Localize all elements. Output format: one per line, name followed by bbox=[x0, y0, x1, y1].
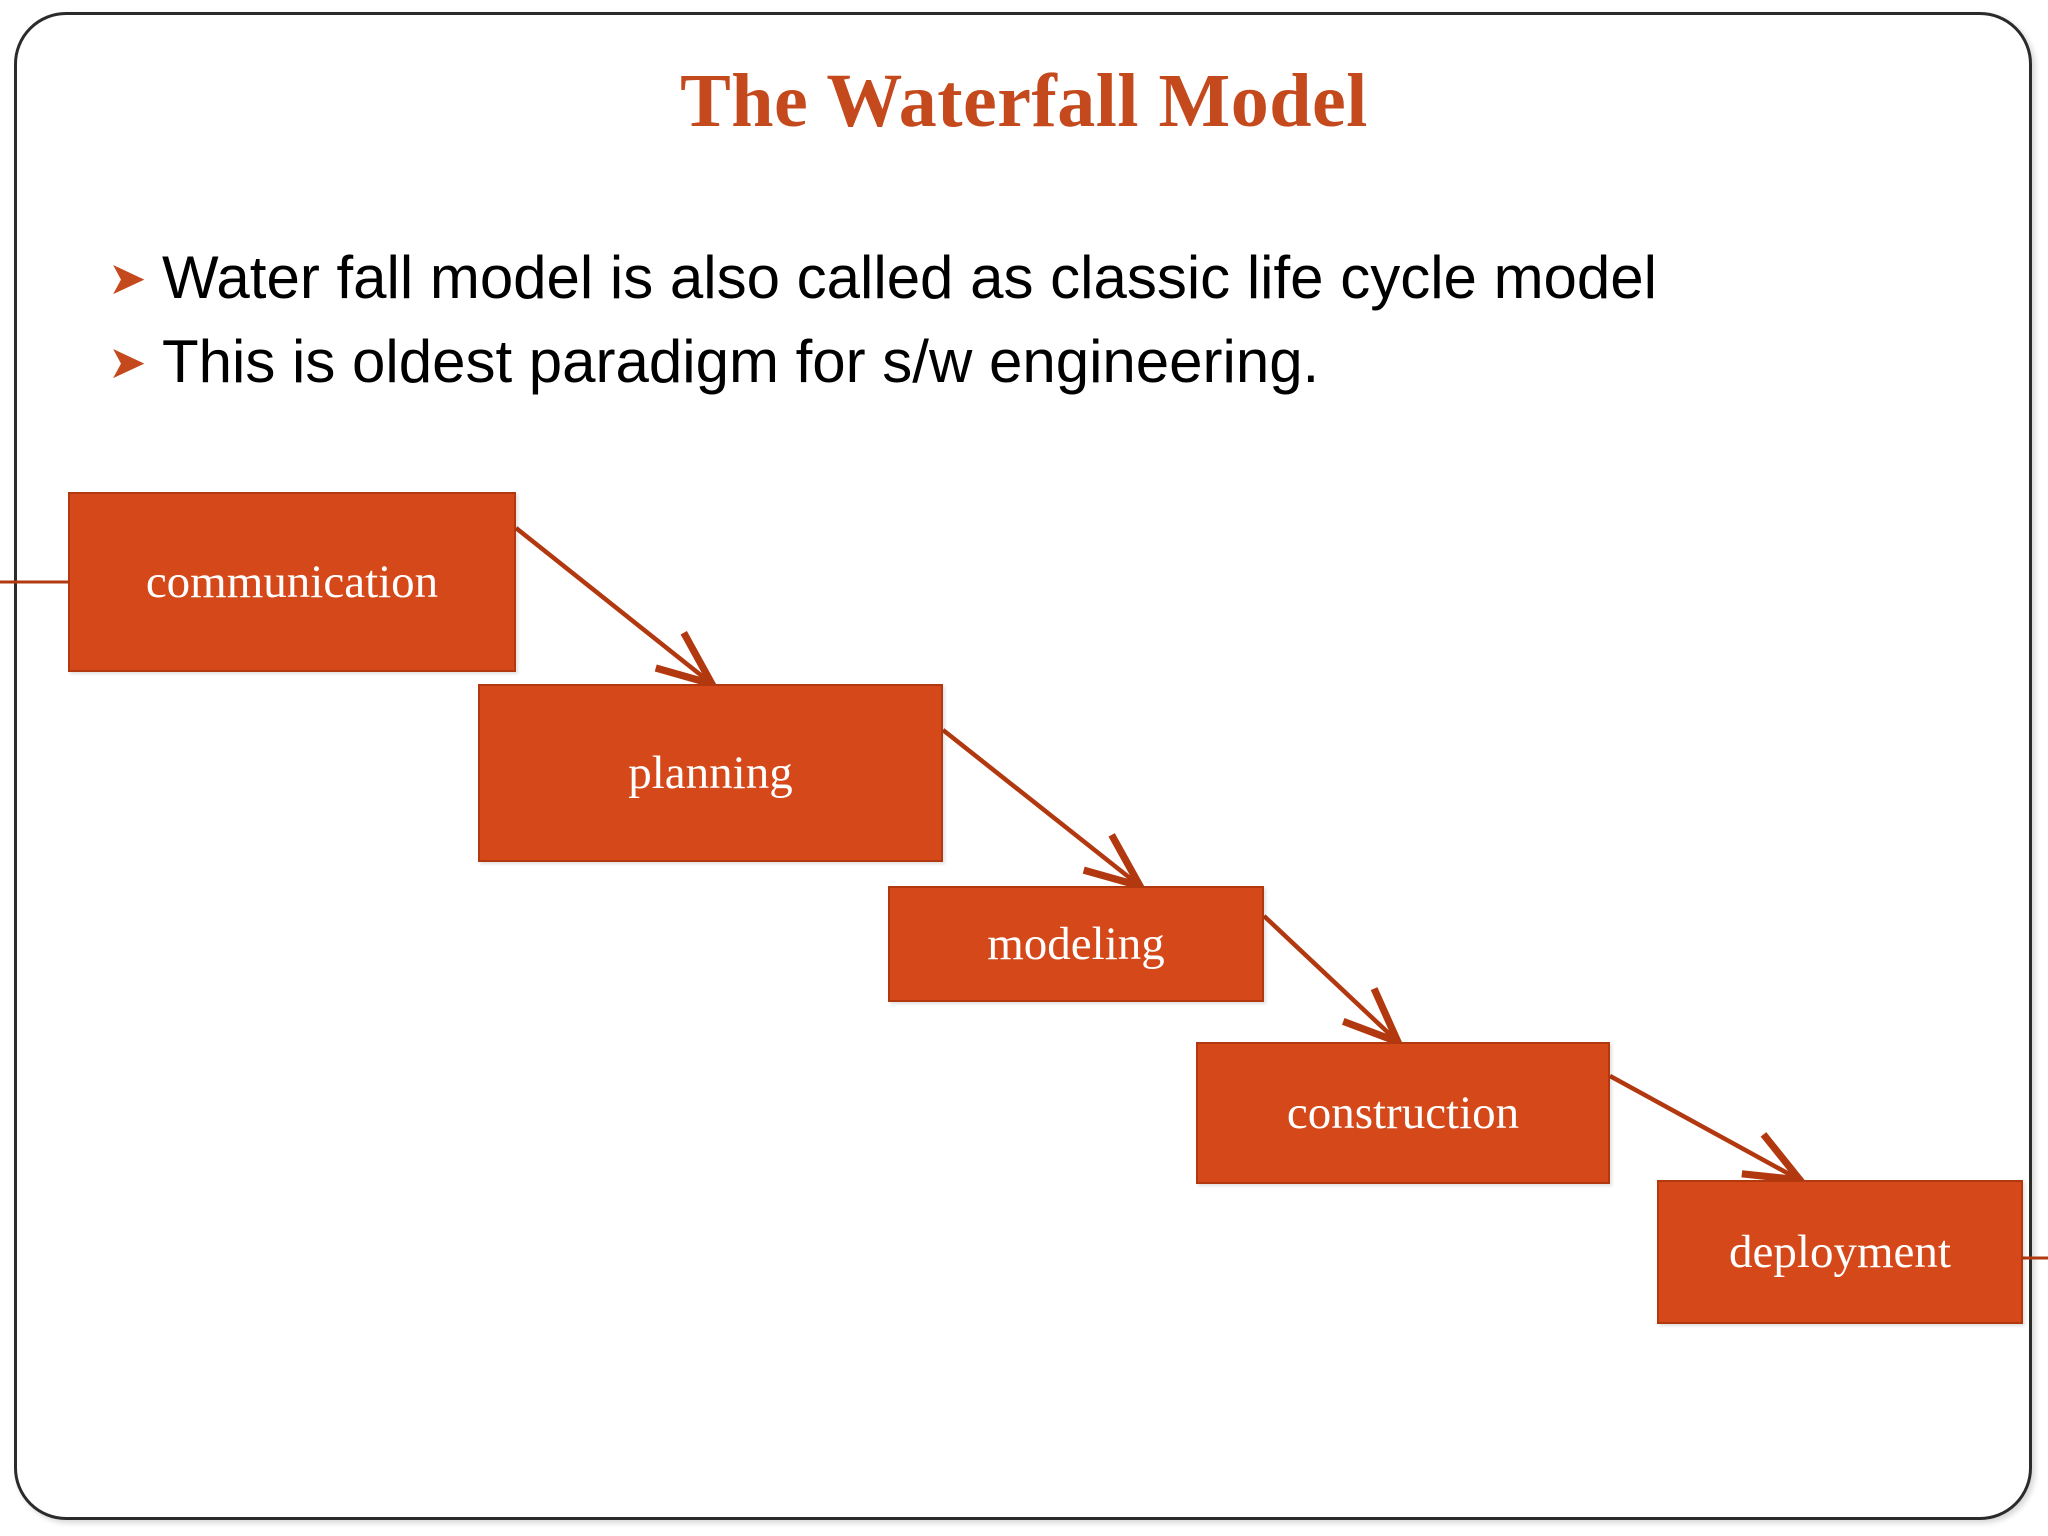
list-item-label: This is oldest paradigm for s/w engineer… bbox=[162, 328, 1320, 395]
bullet-list: ➤ Water fall model is also called as cla… bbox=[108, 246, 1908, 414]
stage-box-communication[interactable]: communication bbox=[68, 492, 516, 672]
stage-box-planning[interactable]: planning bbox=[478, 684, 943, 862]
arrow-bullet-icon: ➤ bbox=[108, 335, 147, 389]
stage-box-deployment[interactable]: deployment bbox=[1657, 1180, 2023, 1324]
stage-box-label: construction bbox=[1286, 1087, 1520, 1139]
stage-box-label: communication bbox=[145, 556, 439, 608]
stage-box-label: modeling bbox=[987, 918, 1165, 970]
page-title: The Waterfall Model bbox=[680, 59, 1368, 143]
list-item: ➤ This is oldest paradigm for s/w engine… bbox=[108, 330, 1908, 394]
list-item-label: Water fall model is also called as class… bbox=[162, 244, 1657, 311]
stage-box-construction[interactable]: construction bbox=[1196, 1042, 1610, 1184]
stage-box-label: deployment bbox=[1729, 1226, 1951, 1278]
stage-box-label: planning bbox=[628, 747, 793, 799]
arrow-bullet-icon: ➤ bbox=[108, 251, 147, 305]
stage-box-modeling[interactable]: modeling bbox=[888, 886, 1264, 1002]
list-item: ➤ Water fall model is also called as cla… bbox=[108, 246, 1908, 310]
